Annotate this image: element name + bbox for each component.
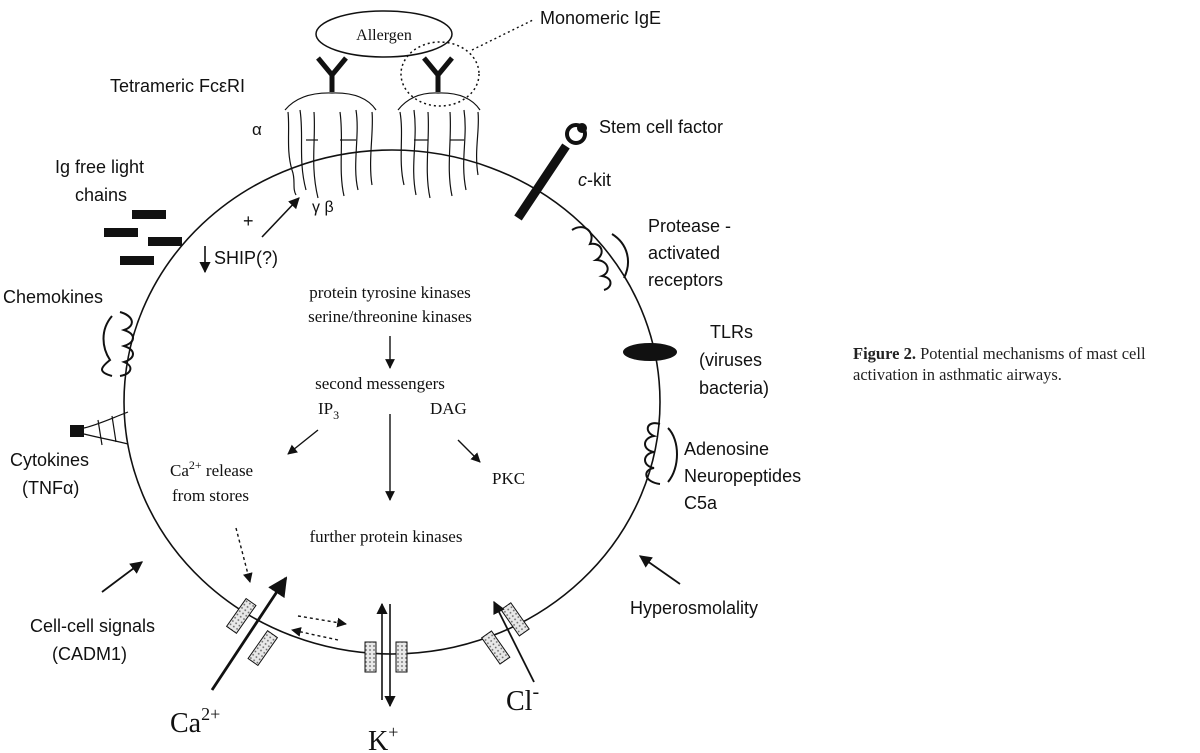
gpcr-receptor-icon — [644, 422, 678, 485]
cl-ion-sup: - — [532, 681, 539, 703]
k-ion-label: K+ — [368, 722, 398, 753]
further-kinases-label: further protein kinases — [310, 527, 463, 546]
ca-influx-arrow — [210, 576, 288, 691]
adenosine-label-1: Adenosine — [684, 439, 769, 459]
protease-label-2: activated — [648, 243, 720, 263]
fceri-receptor-group — [284, 10, 534, 199]
cytokine-receptor-icon — [70, 411, 129, 446]
hyperosmolality-arrow — [638, 555, 681, 585]
ca-stores-dotted-arrow — [235, 527, 253, 583]
tlr-receptor-icon — [623, 343, 677, 361]
cell-cell-arrow — [101, 561, 144, 593]
cl-ion-text: Cl — [506, 686, 533, 717]
light-chain-bars-icon — [104, 210, 182, 265]
ckit-c: c — [578, 170, 587, 190]
k-ion-sup: + — [388, 722, 398, 742]
cytokines-label-1: Cytokines — [10, 450, 89, 470]
ca-channel-icon — [225, 597, 279, 667]
par-receptor-icon — [571, 226, 629, 291]
ige-y-left-icon — [316, 56, 348, 92]
tlrs-label-3: bacteria) — [699, 378, 769, 398]
ig-free-light-chains-label-1: Ig free light — [55, 157, 144, 177]
pkc-label: PKC — [492, 469, 525, 488]
chemokines-label: Chemokines — [3, 287, 103, 307]
fceri-receptor-right-icon — [397, 92, 481, 199]
adenosine-label-3: C5a — [684, 493, 718, 513]
cl-channel-icon — [480, 602, 530, 665]
cell-cell-label-1: Cell-cell signals — [30, 616, 155, 636]
tetrameric-fceri-label: Tetrameric FcεRI — [110, 76, 245, 96]
cl-influx-arrow — [493, 600, 535, 683]
plus-label: + — [243, 211, 254, 231]
cell-membrane — [123, 149, 661, 655]
protease-label-3: receptors — [648, 270, 723, 290]
ig-free-light-chains-label-2: chains — [75, 185, 127, 205]
k-ion-text: K — [368, 726, 388, 753]
second-messengers-label: second messengers — [315, 374, 445, 393]
stem-cell-factor-label: Stem cell factor — [599, 117, 723, 137]
kinases-label-1: protein tyrosine kinases — [309, 283, 470, 302]
ca-k-exchange-arrow-left — [291, 627, 339, 641]
allergen-oval — [315, 10, 453, 58]
dag-label: DAG — [430, 399, 467, 418]
ckit-rest: -kit — [587, 170, 611, 190]
tlrs-label-1: TLRs — [710, 322, 753, 342]
ca-release-pre: Ca — [170, 461, 189, 480]
ca-ion-text: Ca — [170, 708, 202, 739]
ckit-receptor-icon — [514, 123, 587, 221]
ca-release-label-1: Ca2+ release — [170, 458, 253, 480]
ip3-label: IP3 — [318, 399, 339, 422]
ca-release-post: release — [202, 461, 253, 480]
gamma-beta-label: γ β — [312, 199, 334, 216]
allergen-label: Allergen — [356, 27, 412, 44]
plus-arrow — [261, 197, 300, 238]
hyperosmolality-label: Hyperosmolality — [630, 598, 758, 618]
dag-arrow — [457, 439, 481, 463]
k-channel-icon — [364, 641, 408, 673]
ca-release-sup: 2+ — [189, 458, 202, 472]
ca-ion-sup: 2+ — [201, 704, 220, 724]
cl-ion-label: Cl- — [506, 681, 539, 717]
monomeric-ige-label: Monomeric IgE — [540, 8, 661, 28]
ship-label: SHIP(?) — [214, 248, 278, 268]
cytokines-label-2: (TNFα) — [22, 478, 79, 498]
kinases-label-2: serine/threonine kinases — [308, 307, 472, 326]
ige-y-right-icon — [422, 56, 454, 92]
monomeric-ige-dotted-circle — [400, 41, 480, 107]
ca-release-label-2: from stores — [172, 486, 249, 505]
ip3-sub: 3 — [333, 408, 339, 422]
tlrs-label-2: (viruses — [699, 350, 762, 370]
protease-label-1: Protease - — [648, 216, 731, 236]
ca-ion-label: Ca2+ — [170, 704, 220, 739]
ca-k-exchange-arrow-right — [297, 615, 347, 628]
adenosine-label-2: Neuropeptides — [684, 466, 801, 486]
figure-caption: Figure 2. Potential mechanisms of mast c… — [853, 343, 1198, 385]
ckit-label: c-kit — [578, 170, 611, 190]
fceri-receptor-left-icon — [284, 92, 377, 199]
ip3-text: IP — [318, 399, 333, 418]
caption-text: Potential mechanisms of mast cell activa… — [853, 344, 1146, 384]
cell-cell-label-2: (CADM1) — [52, 644, 127, 664]
ip3-arrow — [287, 429, 319, 455]
alpha-label: α — [252, 120, 262, 139]
chemokine-receptor-icon — [101, 311, 134, 377]
caption-bold: Figure 2. — [853, 344, 916, 363]
